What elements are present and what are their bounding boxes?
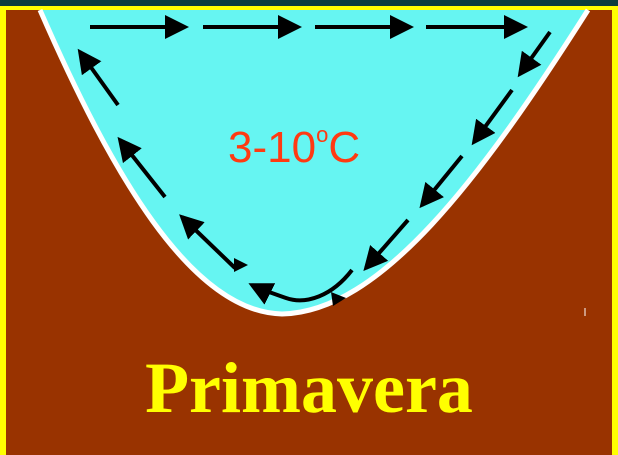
temperature-value: 3-10	[228, 123, 317, 172]
arrow-down-left-icon	[471, 88, 514, 146]
temperature-unit: C	[328, 123, 361, 172]
temperature-label: 3-10oC	[228, 123, 361, 172]
water-body	[40, 10, 588, 314]
arrow-down-left-icon	[363, 218, 410, 272]
arrow-down-left-icon	[419, 154, 464, 209]
degree-symbol: o	[316, 122, 329, 147]
circulation-arrows	[77, 15, 552, 305]
arrow-down-left-icon	[517, 30, 552, 78]
shoreline	[37, 8, 591, 317]
season-title: Primavera	[145, 348, 473, 428]
curved-arrow-icon	[248, 268, 354, 305]
arrow-up-left-icon	[77, 48, 120, 107]
arrowhead-icon	[234, 258, 248, 272]
arrow-up-left-icon	[117, 136, 167, 199]
arrow-up-left-icon	[179, 214, 237, 270]
arrowhead-icon	[331, 292, 346, 306]
